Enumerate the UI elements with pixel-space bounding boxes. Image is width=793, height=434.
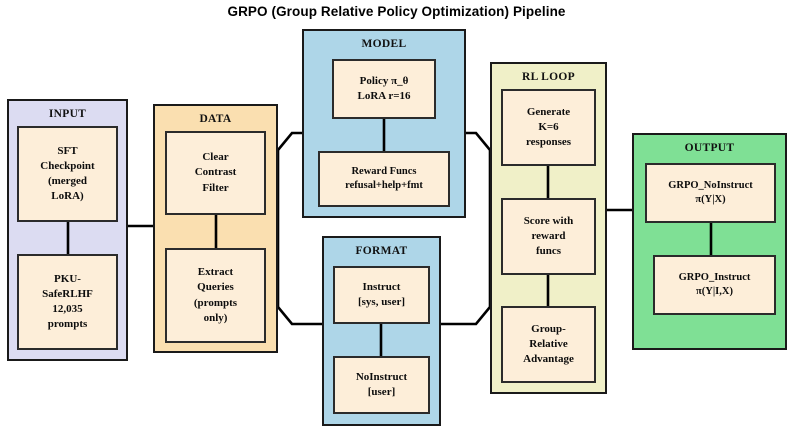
node-line: Queries [197, 281, 234, 294]
node-line: π(Y|X) [695, 194, 726, 205]
node-line: funcs [535, 245, 562, 258]
node-line: reward [531, 229, 566, 242]
node-line: GRPO_Instruct [678, 271, 751, 283]
node-line: 12,035 [52, 303, 83, 315]
group-label-rlloop: RL LOOP [522, 71, 575, 83]
group-label-format: FORMAT [355, 245, 408, 257]
node-reward-funcs[interactable]: Reward Funcs refusal+help+fmt [318, 151, 450, 207]
node-instruct[interactable]: Instruct [sys, user] [333, 266, 430, 324]
group-label-model: MODEL [361, 38, 407, 50]
node-line: GRPO_NoInstruct [668, 179, 753, 191]
group-label-output: OUTPUT [684, 142, 735, 154]
link-data-model [276, 131, 302, 226]
node-line: NoInstruct [355, 370, 408, 383]
node-line: Extract [197, 266, 234, 279]
node-line: [sys, user] [357, 296, 406, 308]
node-line: Score with [523, 214, 574, 227]
node-group-relative-advantage[interactable]: Group- Relative Advantage [501, 306, 596, 383]
node-line: LoRA r=16 [357, 90, 411, 102]
node-line: LoRA) [51, 190, 84, 203]
link-model-rlloop [466, 131, 492, 210]
group-label-data: DATA [199, 113, 232, 125]
node-line: (prompts [193, 296, 238, 309]
node-line: refusal+help+fmt [345, 180, 423, 191]
node-line: K=6 [538, 120, 559, 133]
node-line: PKU- [54, 272, 81, 285]
node-line: Checkpoint [40, 159, 95, 172]
node-line: Filter [202, 181, 229, 194]
node-line: (merged [47, 175, 88, 187]
group-label-input: INPUT [48, 108, 87, 120]
node-line: only) [203, 311, 228, 324]
node-generate-responses[interactable]: Generate K=6 responses [501, 89, 596, 166]
link-data-format [276, 226, 322, 326]
node-line: Relative [529, 337, 568, 350]
node-grpo-instruct[interactable]: GRPO_Instruct π(Y|I,X) [653, 255, 776, 315]
node-line: SFT [57, 144, 78, 157]
node-line: Clear [202, 151, 229, 164]
node-noinstruct[interactable]: NoInstruct [user] [333, 356, 430, 414]
node-line: Instruct [362, 280, 401, 293]
link-format-rlloop [441, 210, 492, 326]
node-clear-contrast-filter[interactable]: Clear Contrast Filter [165, 131, 266, 215]
node-grpo-noinstruct[interactable]: GRPO_NoInstruct π(Y|X) [645, 163, 776, 223]
node-line: Policy π_θ [359, 74, 409, 87]
node-line: prompts [47, 318, 88, 331]
node-sft-checkpoint[interactable]: SFT Checkpoint (merged LoRA) [17, 126, 118, 222]
node-line: SafeRLHF [42, 287, 93, 300]
node-extract-queries[interactable]: Extract Queries (prompts only) [165, 248, 266, 343]
node-line: Generate [526, 105, 571, 118]
node-line: Advantage [523, 353, 574, 366]
node-line: π(Y|I,X) [696, 286, 733, 297]
node-line: Contrast [194, 166, 237, 179]
node-line: Group- [531, 322, 566, 335]
node-line: [user] [367, 386, 396, 398]
node-policy[interactable]: Policy π_θ LoRA r=16 [332, 59, 436, 119]
node-pku-saferlhf[interactable]: PKU- SafeRLHF 12,035 prompts [17, 254, 118, 350]
node-line: Reward Funcs [351, 165, 417, 177]
node-score-with-reward[interactable]: Score with reward funcs [501, 198, 596, 275]
node-line: responses [525, 136, 572, 149]
page-title: GRPO (Group Relative Policy Optimization… [227, 4, 566, 19]
